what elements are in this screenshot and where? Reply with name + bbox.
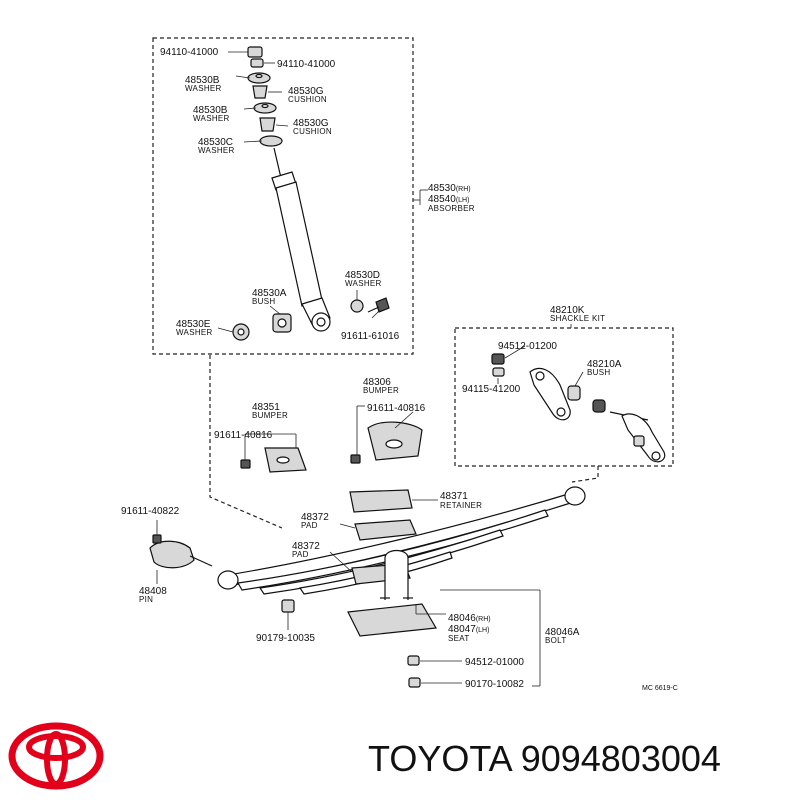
label-48530a: 48530A (252, 288, 287, 299)
label-48372-a: 48372 (301, 512, 329, 523)
toyota-logo-icon (8, 722, 104, 790)
label-91611-40822: 91611-40822 (121, 506, 180, 517)
retainer-48371 (349, 489, 413, 513)
label-48372-a-sub: PAD (301, 521, 318, 530)
label-48530g-a: 48530G (288, 86, 324, 97)
label-48540-lh: 48540(LH) (428, 194, 469, 205)
bolt-bumper-2 (350, 454, 361, 464)
label-90170-10082: 90170-10082 (465, 679, 524, 690)
label-94110-41000-b: 94110-41000 (277, 59, 336, 70)
label-48530d-sub: WASHER (345, 279, 382, 288)
nut-94512 (407, 655, 420, 666)
washer-48530e (232, 323, 250, 341)
label-48372-b: 48372 (292, 541, 320, 552)
label-48210k: 48210K (550, 305, 585, 316)
label-48372-b-sub: PAD (292, 550, 309, 559)
label-90179-10035: 90179-10035 (256, 633, 315, 644)
nut-90179 (281, 599, 295, 613)
cushion-2 (259, 117, 276, 132)
shackle-plate-1 (529, 367, 571, 421)
label-94110-41000-a: 94110-41000 (160, 47, 219, 58)
label-48530g-b-sub: CUSHION (293, 127, 332, 136)
label-94115-41200: 94115-41200 (462, 384, 521, 395)
cushion-1 (252, 85, 268, 99)
washer-3 (259, 135, 283, 147)
top-nut (247, 46, 263, 58)
label-48306-sub: BUMPER (363, 386, 399, 395)
label-94512-01000: 94512-01000 (465, 657, 524, 668)
washer-1 (247, 72, 271, 84)
spring-pin (149, 534, 213, 569)
label-48047-lh: 48047(LH) (448, 624, 489, 635)
label-91611-40816-b: 91611-40816 (367, 403, 426, 414)
shackle-kit-group-box (454, 327, 674, 467)
label-48408: 48408 (139, 586, 167, 597)
label-48530e-sub: WASHER (176, 328, 213, 337)
label-48530d: 48530D (345, 270, 380, 281)
shock-absorber (271, 147, 331, 332)
label-absorber: ABSORBER (428, 204, 475, 213)
label-48371-sub: RETAINER (440, 501, 482, 510)
label-48371: 48371 (440, 491, 468, 502)
label-48530b-b-sub: WASHER (193, 114, 230, 123)
label-48210a-sub: BUSH (587, 368, 610, 377)
diagram-code: MC 6619-C (642, 685, 678, 692)
bush-48530a (272, 313, 292, 333)
label-48306: 48306 (363, 377, 391, 388)
label-seat: SEAT (448, 634, 470, 643)
label-48530e: 48530E (176, 319, 211, 330)
label-48530b-a-sub: WASHER (185, 84, 222, 93)
shackle-plate-2 (609, 411, 666, 463)
bumper-48306 (367, 421, 423, 461)
nut-90170 (408, 677, 421, 688)
washer-2 (253, 102, 277, 114)
bolt-bumper-1 (240, 459, 251, 469)
label-48530c-sub: WASHER (198, 146, 235, 155)
label-91611-61016: 91611-61016 (341, 331, 400, 342)
brand-part-number: TOYOTA 9094803004 (368, 738, 721, 779)
label-94512-01200: 94512-01200 (498, 341, 557, 352)
label-48046-rh: 48046(RH) (448, 613, 491, 624)
label-48351: 48351 (252, 402, 280, 413)
shackle-to-spring-dash (571, 466, 599, 483)
label-48351-sub: BUMPER (252, 411, 288, 420)
label-48530-rh: 48530(RH) (428, 183, 471, 194)
absorber-group-box (152, 37, 414, 355)
label-48046a: 48046A (545, 627, 580, 638)
label-48530b-a: 48530B (185, 75, 220, 86)
label-48530a-sub: BUSH (252, 297, 275, 306)
label-48210k-sub: SHACKLE KIT (550, 314, 605, 323)
pad-48372-upper (354, 519, 417, 541)
spring-seat (347, 603, 437, 637)
top-nut-2 (250, 58, 264, 68)
absorber-to-spring-dash (209, 355, 283, 529)
label-48530b-b: 48530B (193, 105, 228, 116)
label-48408-sub: PIN (139, 595, 153, 604)
label-48210a: 48210A (587, 359, 622, 370)
parts-diagram: 94110-41000 94110-41000 48530B WASHER 48… (121, 37, 678, 692)
bumper-48351 (264, 447, 307, 473)
washer-48530d (350, 299, 364, 313)
label-48530g-a-sub: CUSHION (288, 95, 327, 104)
u-bolt (380, 549, 413, 600)
bolt-91611-61016 (367, 297, 390, 313)
label-48046a-sub: BOLT (545, 636, 567, 645)
label-48530c: 48530C (198, 137, 233, 148)
label-48530g-b: 48530G (293, 118, 329, 129)
leader-lines (156, 51, 584, 687)
shackle-bush (567, 385, 606, 413)
shackle-nut (491, 353, 505, 377)
label-91611-40816-a: 91611-40816 (214, 430, 273, 441)
